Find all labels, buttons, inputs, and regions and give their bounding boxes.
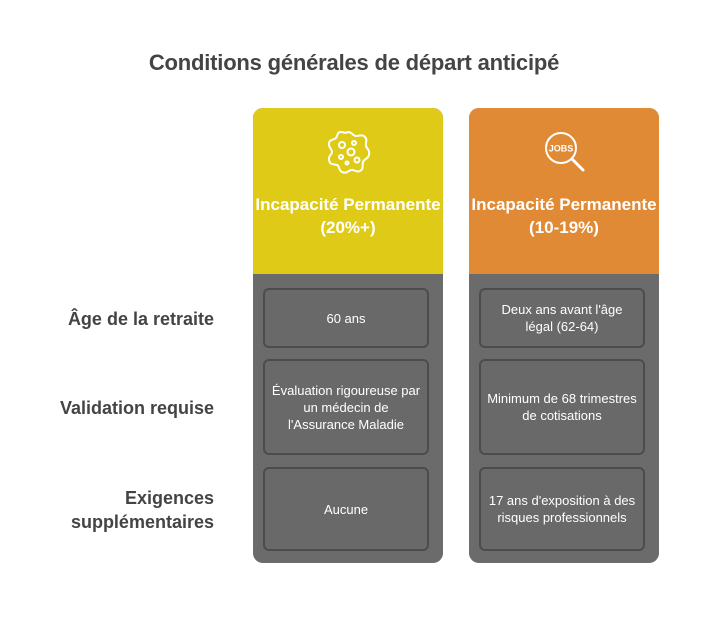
row-label-validation: Validation requise [59,398,214,418]
row-label-additional-requirements: Exigences supplémentaires [70,488,214,532]
cell-additional-requirements: Aucune [263,467,429,551]
cell-validation: Évaluation rigoureuse par un médecin de … [263,359,429,455]
cell-retirement-age: Deux ans avant l'âge légal (62-64) [479,288,645,348]
row-label-retirement-age: Âge de la retraite [67,309,214,329]
virus-cell-icon [327,131,371,174]
jobs-magnifier-icon: JOBS [545,132,585,172]
jobs-label: JOBS [549,144,574,154]
column-permanent-disability-10-19: JOBS Incapacité Permanente (10-19%) Deux… [469,108,659,563]
page-title: Conditions générales de départ anticipé [148,50,560,75]
column-header: Incapacité Permanente (20%+) [253,108,443,274]
cell-retirement-age: 60 ans [263,288,429,348]
cell-validation: Minimum de 68 trimestres de cotisations [479,359,645,455]
column-title: Incapacité Permanente (20%+) [255,195,441,237]
cell-additional-requirements: 17 ans d'exposition à des risques profes… [479,467,645,551]
column-permanent-disability-20: Incapacité Permanente (20%+) 60 ans Éval… [253,108,443,563]
column-title: Incapacité Permanente (10-19%) [471,195,657,237]
column-header: JOBS Incapacité Permanente (10-19%) [469,108,659,274]
